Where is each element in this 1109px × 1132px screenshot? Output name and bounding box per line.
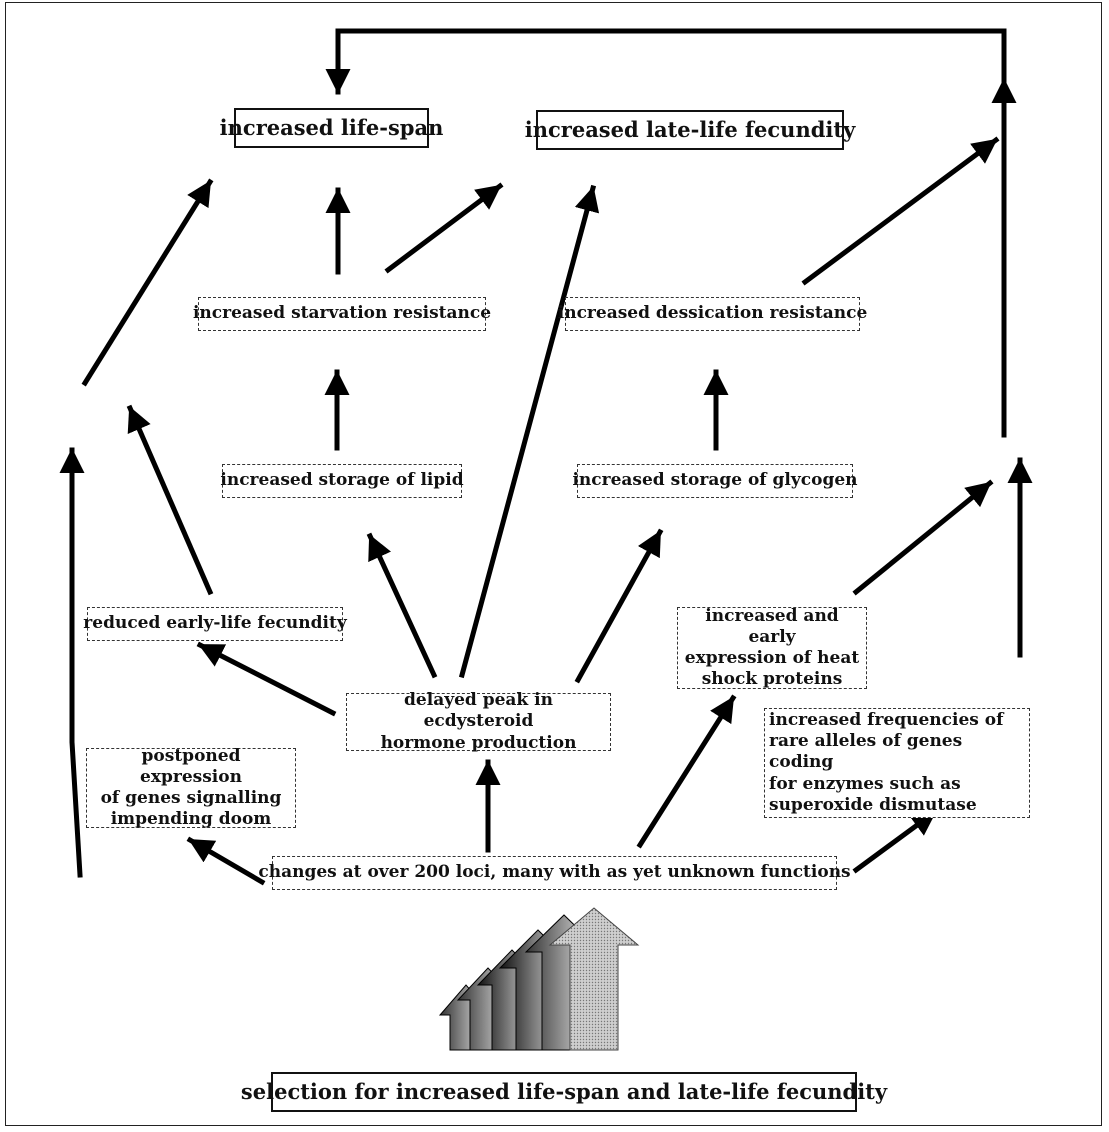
arrow-loci-to-heatshock [636,694,737,849]
impending-doom-box: postponed expression of genes signalling… [86,745,296,830]
late-fecundity-box: increased late-life fecundity [525,110,855,150]
arrow-loci-to-alleles [852,808,939,874]
doom-line-2: of genes signalling [100,788,282,808]
arrow-loci-to-doom [186,836,266,886]
heat-shock-line-1: increased and early [705,605,839,647]
arrow-ecdysteroid-to-lipid [366,532,438,679]
arrow-doom-up [59,447,85,878]
stacked-arrows-icon [438,907,640,1051]
arrow-earlyfecundity-up [126,404,214,596]
alleles-line-2: rare alleles of genes coding [769,731,963,773]
lipid-storage-box: increased storage of lipid [220,464,464,498]
lifespan-box: increased life-span [220,108,443,148]
starvation-resistance-box: increased starvation resistance [193,297,491,331]
arrow-ecdysteroid-to-glycogen [574,528,664,684]
arrow-starvation-to-fecundity [384,182,504,274]
doom-line-3: impending doom [110,809,272,830]
arrow-ecdysteroid-to-earlyfecundity [196,641,337,717]
arrow-heatshock-to-right [852,479,994,596]
ecdysteroid-box: delayed peak in ecdysteroid hormone prod… [346,690,611,753]
desiccation-resistance-box: increased dessication resistance [558,297,867,331]
heat-shock-box: increased and early expression of heat s… [677,605,867,690]
alleles-line-4: superoxide dismutase [769,794,977,815]
figure-frame [5,2,1102,1126]
heat-shock-line-3: shock proteins [701,669,843,690]
arrow-left-to-lifespan [81,178,214,387]
arrow-ecdysteroid-to-fecundity [458,184,600,679]
heat-shock-line-2: expression of heat [684,648,860,668]
ecdysteroid-line-1: delayed peak in ecdysteroid [404,690,553,732]
loci-changes-box: changes at over 200 loci, many with as y… [258,856,851,890]
selection-box: selection for increased life-span and la… [241,1072,887,1112]
glycogen-storage-box: increased storage of glycogen [572,464,858,498]
alleles-line-3: for enzymes such as [769,773,961,794]
doom-line-1: postponed expression [140,745,242,787]
ecdysteroid-line-2: hormone production [380,732,577,753]
early-fecundity-box: reduced early-life fecundity [83,607,347,641]
arrow-desiccation-to-right [801,136,1000,286]
rare-alleles-box: increased frequencies of rare alleles of… [764,708,1030,818]
alleles-line-1: increased frequencies of [769,709,1004,730]
